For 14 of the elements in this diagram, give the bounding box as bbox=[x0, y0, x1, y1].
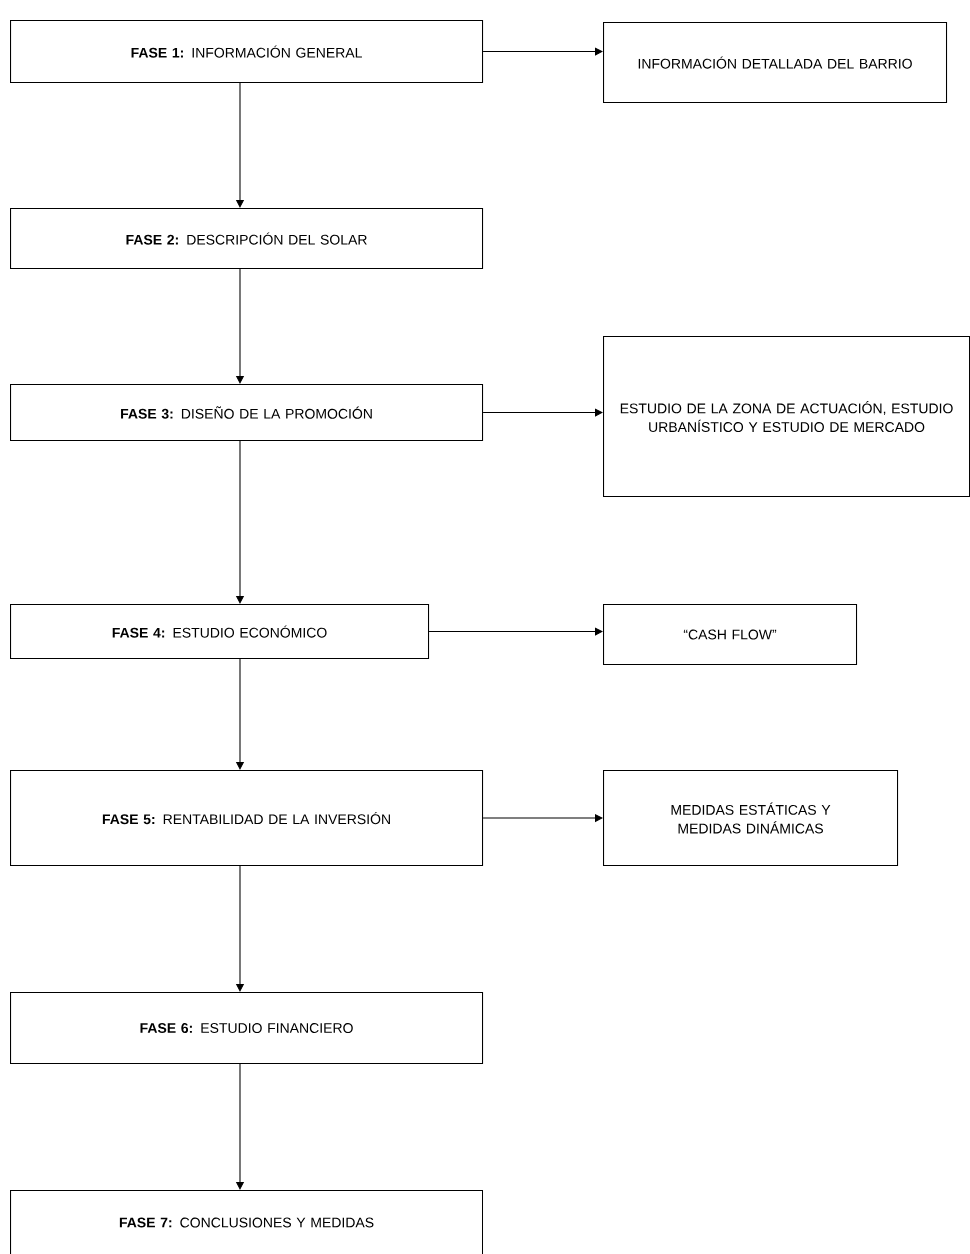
process-box: INFORMACIÓN DETALLADA DEL BARRIO bbox=[603, 22, 948, 104]
process-box: ESTUDIO DE LA ZONA DE ACTUACIÓN, ESTUDIO URBANÍSTICO Y ESTUDIO DE MERCADO bbox=[603, 336, 970, 498]
process-box: FASE 5: RENTABILIDAD DE LA INVERSIÓN bbox=[10, 770, 484, 867]
process-box: “CASH FLOW” bbox=[603, 604, 858, 666]
process-box: FASE 1: INFORMACIÓN GENERAL bbox=[10, 20, 484, 84]
arrow bbox=[428, 627, 603, 636]
process-box: FASE 7: CONCLUSIONES Y MEDIDAS bbox=[10, 1190, 484, 1254]
arrow bbox=[482, 47, 603, 56]
process-box: FASE 6: ESTUDIO FINANCIERO bbox=[10, 992, 484, 1065]
process-box: FASE 3: DISEÑO DE LA PROMOCIÓN bbox=[10, 384, 484, 442]
process-box: FASE 2: DESCRIPCIÓN DEL SOLAR bbox=[10, 208, 484, 270]
arrow bbox=[482, 408, 603, 417]
process-box: FASE 4: ESTUDIO ECONÓMICO bbox=[10, 604, 430, 660]
process-box: MEDIDAS ESTÁTICAS Y MEDIDAS DINÁMICAS bbox=[603, 770, 899, 867]
